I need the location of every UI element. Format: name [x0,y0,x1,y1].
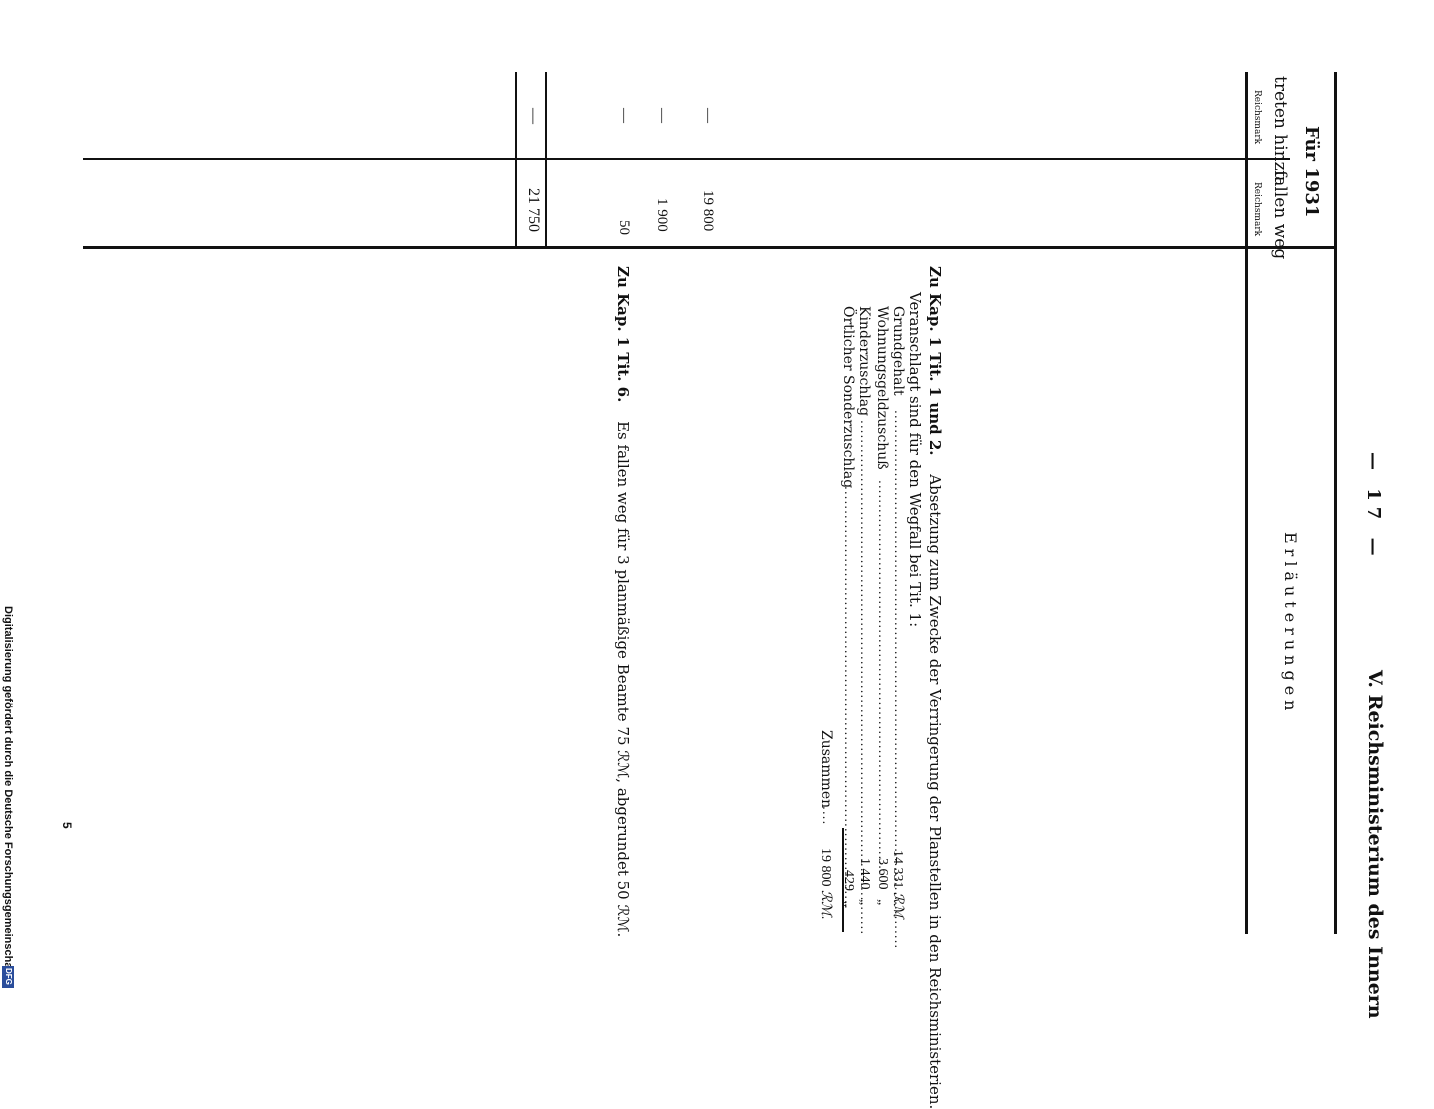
note2-heading: Zu Kap. 1 Tit. 6. [614,266,632,403]
item-amount-value-1: 3 600 [875,858,890,890]
row3-add-value: — [616,108,632,123]
column-divider-line [83,158,1248,160]
dfg-logo-text: DFG [4,968,13,985]
right-border-line [1334,72,1337,934]
note1-heading: Zu Kap. 1 Tit. 1 und 2. [926,266,944,456]
row3-remove-value: 50 [616,220,632,235]
digitization-footer: Digitalisierung gefördert durch die Deut… [2,606,14,976]
col-remove-label: fallen weg [1270,170,1290,260]
total-add-value: — [525,108,542,124]
note1-line: Zu Kap. 1 Tit. 1 und 2. Absetzung zum Zw… [926,266,944,1109]
item-label-3: Örtlicher Sonderzuschlag [840,306,856,489]
row1-add-value: — [700,108,716,123]
total-double-line-a [515,72,517,248]
item-unit-2: „ [857,899,872,906]
item-label-1: Wohnungsgeldzuschuß [874,306,890,470]
year-subcol-divider [1248,158,1290,160]
sheet-number: 5 [60,822,74,829]
dfg-logo-icon: DFG [2,966,14,988]
col-add-label: treten hinzu [1270,76,1290,182]
item-amount-1: 3 600 „ [874,858,890,905]
total-double-line-b [545,72,547,248]
row1-remove-value: 19 800 [700,190,716,232]
item-label-0: Grundgehalt [890,306,906,396]
row2-add-value: — [654,108,670,123]
item-amount-2: 1 440 „ [856,858,872,905]
year-label: Für 1931 [1301,126,1322,218]
total-remove-value: 21 750 [525,188,542,232]
item-unit-1: „ [875,899,890,906]
note2-line: Zu Kap. 1 Tit. 6. Es fallen weg für 3 pl… [614,266,632,937]
item-line-1: Wohnungsgeldzuschuß [874,306,890,470]
item-line-3: Örtlicher Sonderzuschlag [840,306,856,488]
sum-label: Zusammen [818,730,834,809]
note1-sub: Veranschlagt sind für den Wegfall bei Ti… [906,292,924,628]
note2-text: Es fallen weg für 3 planmäßige Beamte 75… [614,421,632,938]
item-amount-value-0: 14 331 [890,850,905,889]
note1-text: Absetzung zum Zwecke der Verringerung de… [926,474,944,1109]
sum-rule [842,828,844,932]
notes-divider-line [83,246,1337,249]
item-dots-3: ........................................… [842,486,856,910]
sum-dots: .... [820,806,834,826]
row2-remove-value: 1 900 [654,198,670,232]
section-title: V. Reichsministerium des Innern [1364,670,1386,1019]
item-label-2: Kinderzuschlag [856,306,872,417]
sum-amount: 19 800 ℛℳ. [817,848,834,920]
header-divider-line [1245,72,1248,934]
item-amount-value-2: 1 440 [857,858,872,890]
item-line-0: Grundgehalt [890,306,906,396]
column-title: Erläuterungen [1281,532,1300,716]
item-dots-1: ........................................… [876,480,890,875]
unit-add-label: Reichsmark [1252,90,1262,145]
item-unit-0: ℛℳ [890,892,905,919]
sum-unit: ℛℳ. [818,890,833,920]
unit-remove-label: Reichsmark [1252,182,1262,237]
sum-amount-value: 19 800 [818,848,833,887]
page-number: — 17 — [1363,452,1384,562]
item-line-2: Kinderzuschlag [856,306,872,416]
item-amount-0: 14 331 ℛℳ [889,850,906,918]
